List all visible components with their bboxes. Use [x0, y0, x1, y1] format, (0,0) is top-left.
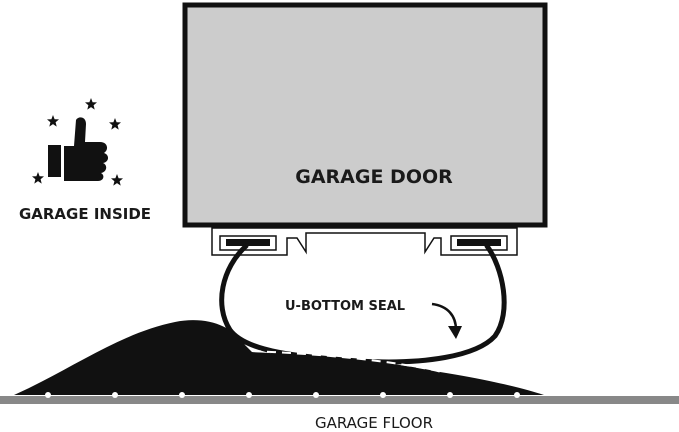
left-seal-bead	[226, 239, 270, 246]
garage-door-panel	[182, 2, 548, 228]
thumbs-up-icon	[48, 117, 109, 181]
star-icon-group	[32, 98, 123, 186]
seal-arrowhead-icon	[448, 326, 462, 339]
star-icon	[47, 115, 59, 127]
star-icon	[32, 172, 44, 184]
garage-floor-line	[0, 396, 679, 404]
star-icon	[111, 174, 123, 186]
u-bottom-seal-label: U-BOTTOM SEAL	[285, 299, 405, 314]
star-icon	[85, 98, 97, 110]
uneven-floor-mound	[14, 320, 544, 395]
garage-inside-label: GARAGE INSIDE	[19, 205, 151, 223]
star-icon	[109, 118, 121, 130]
seal-contact-dashes	[251, 350, 443, 373]
floor-gap-dots	[45, 392, 520, 398]
garage-floor-label: GARAGE FLOOR	[315, 414, 433, 432]
right-seal-bead	[457, 239, 501, 246]
garage-door-label: GARAGE DOOR	[295, 166, 453, 188]
